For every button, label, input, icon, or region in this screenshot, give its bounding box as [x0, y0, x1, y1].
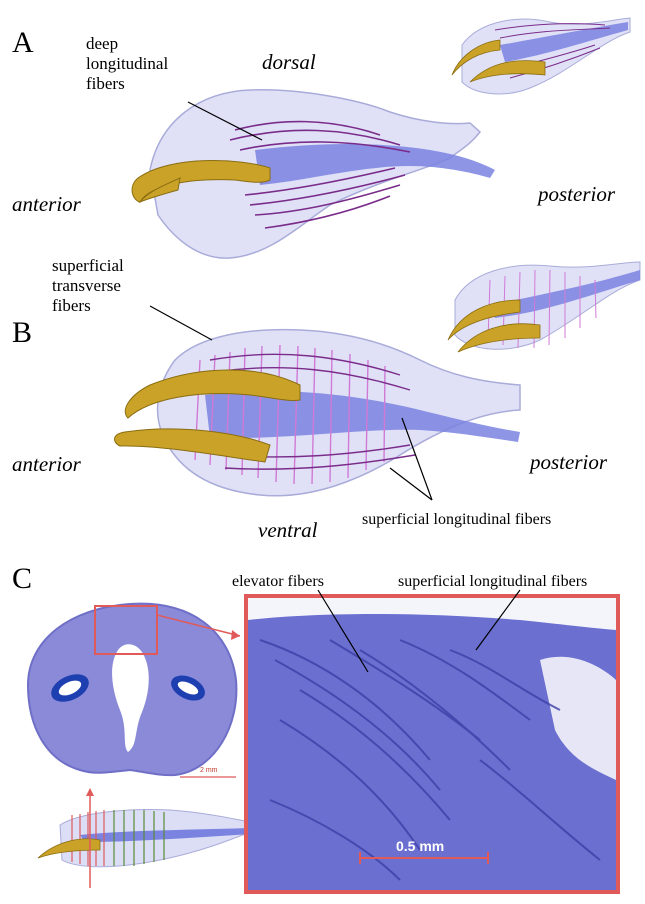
elevator-fibers-label: elevator fibers	[232, 572, 324, 592]
scale-bar-2mm-label: 2 mm	[200, 767, 218, 774]
superficial-longitudinal-fibers-label-b: superficial longitudinal fibers	[362, 510, 551, 530]
label-line: superficial	[52, 256, 124, 276]
cross-section-image	[28, 604, 240, 777]
scale-bar-05mm-label: 0.5 mm	[396, 838, 444, 854]
label-line: transverse	[52, 276, 124, 296]
panel-c-letter: C	[12, 562, 32, 596]
panel-b-letter: B	[12, 316, 32, 350]
lateral-diagram-c	[38, 788, 250, 888]
ventral-label: ventral	[258, 518, 317, 543]
posterior-label-b: posterior	[530, 450, 607, 475]
label-line: fibers	[52, 296, 124, 316]
pointer-transverse-fibers	[150, 306, 212, 340]
anterior-label-b: anterior	[12, 452, 81, 477]
superficial-longitudinal-fibers-label-c: superficial longitudinal fibers	[398, 572, 587, 592]
superficial-transverse-fibers-label: superficial transverse fibers	[52, 256, 124, 316]
